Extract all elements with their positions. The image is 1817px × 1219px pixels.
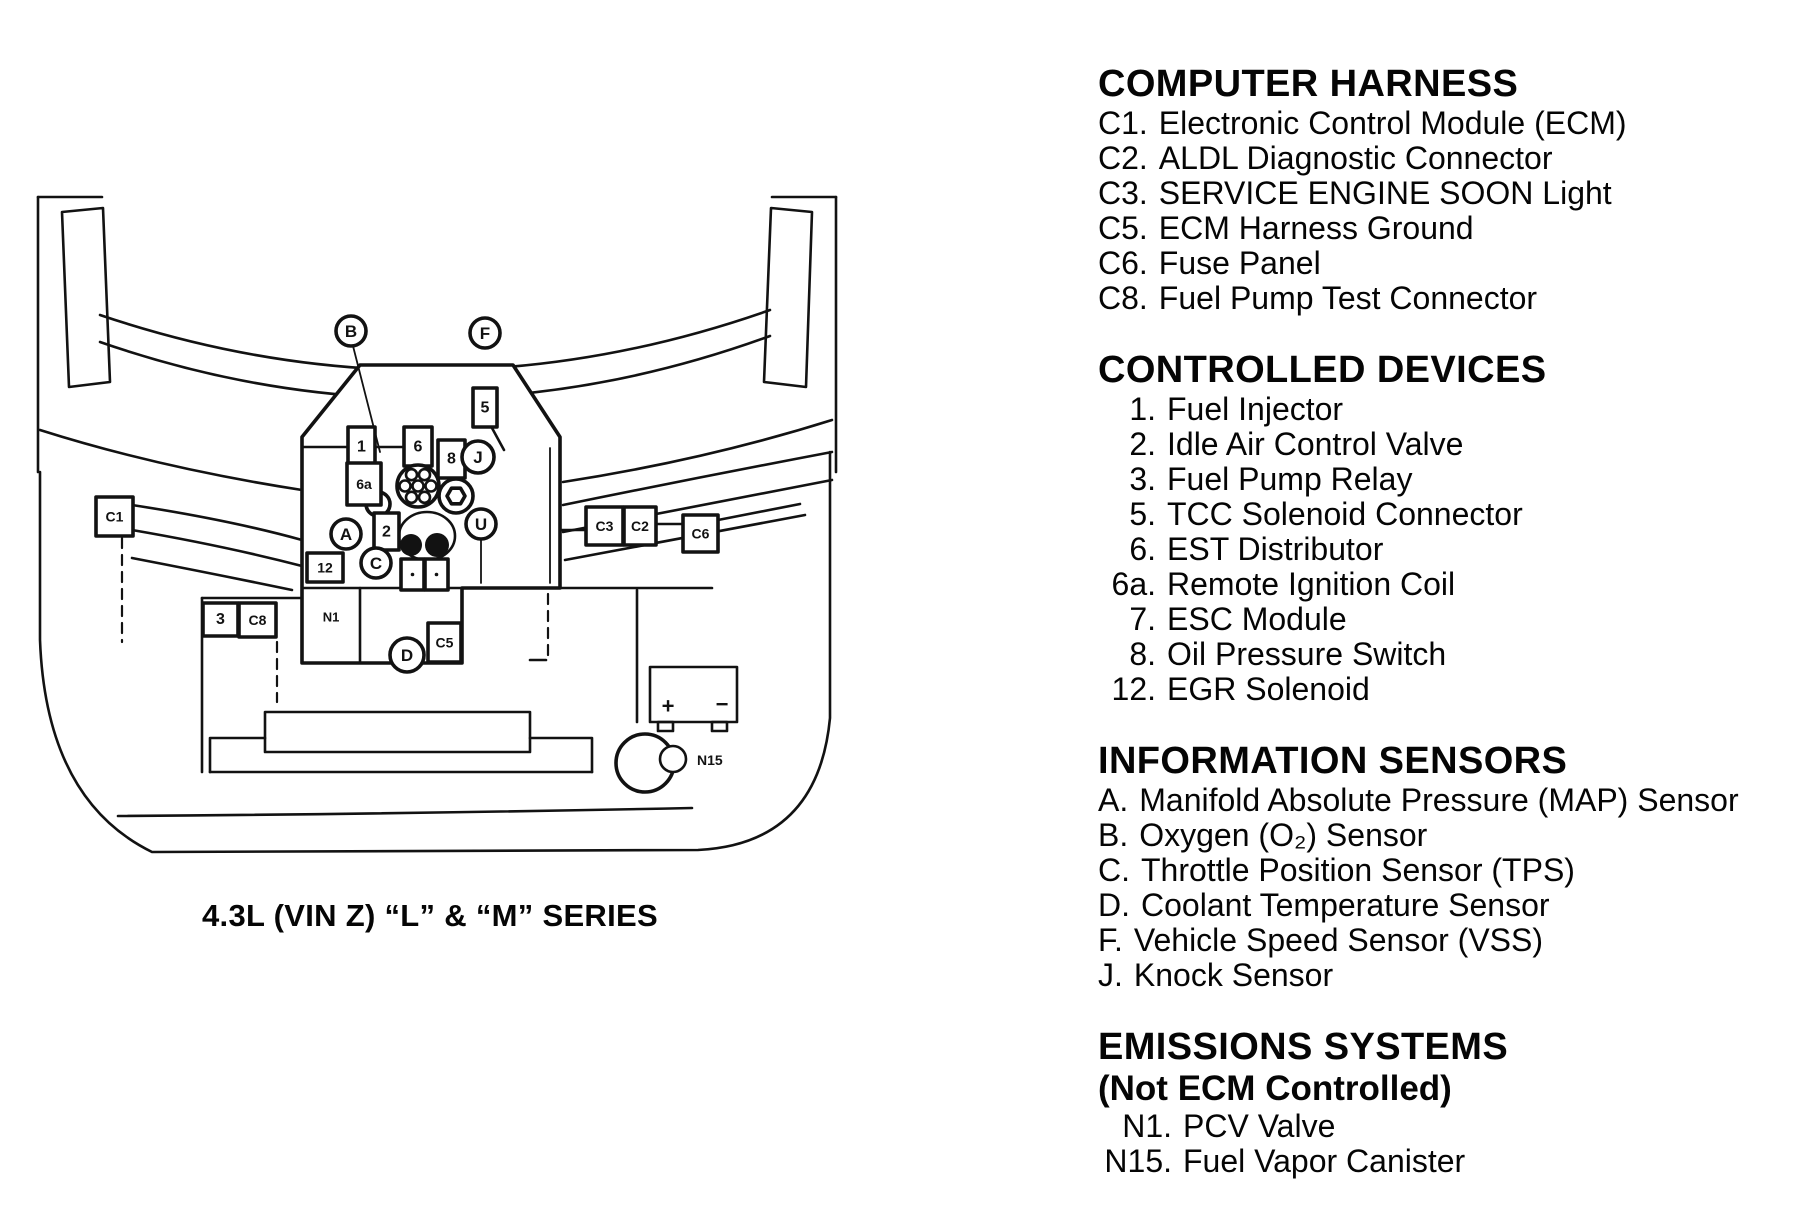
engine-bay-diagram: N1 5 (36, 195, 838, 854)
svg-text:C6: C6 (692, 526, 710, 542)
legend-item: A.Manifold Absolute Pressure (MAP) Senso… (1098, 782, 1739, 818)
svg-text:6: 6 (414, 439, 423, 456)
svg-text:C: C (370, 554, 382, 573)
marker-box-c8: C8 (237, 601, 278, 639)
section-subtitle: (Not ECM Controlled) (1098, 1069, 1452, 1108)
legend-item: J.Knock Sensor (1098, 957, 1334, 993)
legend-section-emissions-systems: EMISSIONS SYSTEMS (Not ECM Controlled) N… (1098, 1025, 1758, 1179)
svg-text:3: 3 (216, 611, 225, 628)
battery: + − (648, 665, 739, 733)
legend-item: N15.Fuel Vapor Canister (1104, 1143, 1466, 1179)
marker-box-3: 3 (201, 601, 240, 638)
fuel-vapor-canister: N15 (614, 732, 723, 794)
diagram-caption: 4.3L (VIN Z) “L” & “M” SERIES (202, 898, 658, 933)
marker-box-c2: C2 (622, 505, 658, 547)
marker-circle-j: J (460, 439, 496, 475)
legend: COMPUTER HARNESS C1.Electronic Control M… (1098, 62, 1758, 1179)
legend-item: C1.Electronic Control Module (ECM) (1098, 105, 1627, 141)
legend-item: F.Vehicle Speed Sensor (VSS) (1098, 922, 1544, 958)
svg-text:5: 5 (481, 400, 490, 417)
svg-text:1: 1 (357, 439, 366, 456)
marker-box-2: 2 (372, 511, 401, 552)
marker-box-6: 6 (402, 425, 434, 468)
legend-item: D.Coolant Temperature Sensor (1098, 887, 1550, 923)
marker-box-12: 12 (305, 551, 345, 584)
svg-text:12: 12 (317, 560, 333, 576)
legend-item: 5.TCC Solenoid Connector (1129, 496, 1523, 532)
legend-item: 7.ESC Module (1129, 601, 1347, 637)
marker-box-1: 1 (346, 425, 377, 469)
marker-circle-f: F (468, 316, 502, 350)
body-side-and-bottom (38, 450, 832, 854)
svg-text:8: 8 (447, 451, 456, 468)
marker-box-c6: C6 (681, 513, 720, 554)
legend-item: 2.Idle Air Control Valve (1129, 426, 1464, 462)
hex-cap (437, 477, 475, 515)
section-title: EMISSIONS SYSTEMS (1098, 1026, 1509, 1068)
marker-box-6a: 6a (345, 461, 383, 507)
section-title: INFORMATION SENSORS (1098, 740, 1568, 782)
legend-item: 12.EGR Solenoid (1111, 671, 1370, 707)
legend-item: 6.EST Distributor (1129, 531, 1384, 567)
marker-box-c3: C3 (584, 505, 625, 547)
legend-item: C6.Fuse Panel (1098, 245, 1321, 281)
svg-text:F: F (480, 324, 490, 343)
cowl-curve (98, 308, 772, 372)
svg-text:B: B (345, 322, 357, 341)
legend-section-computer-harness: COMPUTER HARNESS C1.Electronic Control M… (1098, 62, 1758, 316)
svg-text:D: D (401, 646, 413, 665)
svg-text:C2: C2 (631, 518, 649, 534)
svg-text:U: U (475, 515, 487, 534)
legend-item: C.Throttle Position Sensor (TPS) (1098, 852, 1575, 888)
legend-item: B.Oxygen (O₂) Sensor (1098, 817, 1428, 853)
section-title: CONTROLLED DEVICES (1098, 349, 1547, 391)
svg-text:C1: C1 (106, 509, 124, 525)
bumper-inner-line (116, 806, 694, 818)
marker-circle-c: C (359, 546, 393, 580)
distributor-cap (395, 463, 441, 509)
legend-section-controlled-devices: CONTROLLED DEVICES 1.Fuel Injector 2.Idl… (1098, 348, 1758, 707)
n15-label: N15 (697, 752, 723, 768)
section-title: COMPUTER HARNESS (1098, 63, 1519, 105)
legend-item: 3.Fuel Pump Relay (1129, 461, 1413, 497)
marker-circle-u: U (464, 507, 498, 541)
marker-circle-d: D (388, 636, 426, 674)
legend-item: C5.ECM Harness Ground (1098, 210, 1474, 246)
legend-item: 1.Fuel Injector (1129, 391, 1344, 427)
legend-item: N1.PCV Valve (1122, 1108, 1336, 1144)
legend-item: 8.Oil Pressure Switch (1129, 636, 1447, 672)
battery-plus-label: + (662, 694, 675, 719)
svg-text:6a: 6a (356, 476, 372, 492)
right-frame-rail (762, 206, 814, 389)
svg-text:C8: C8 (249, 612, 267, 628)
marker-box-c5: C5 (426, 621, 463, 664)
legend-section-information-sensors: INFORMATION SENSORS A.Manifold Absolute … (1098, 739, 1758, 993)
marker-circle-b: B (334, 314, 368, 348)
battery-minus-label: − (716, 692, 729, 717)
n1-label: N1 (323, 610, 340, 625)
front-crossmember (208, 710, 594, 774)
legend-item: 6a.Remote Ignition Coil (1111, 566, 1456, 602)
marker-circle-a: A (329, 517, 363, 551)
small-component-boxes (399, 557, 450, 592)
legend-item: C3.SERVICE ENGINE SOON Light (1098, 175, 1612, 211)
left-frame-rail (60, 206, 112, 389)
svg-text:A: A (340, 525, 352, 544)
svg-text:J: J (473, 448, 482, 467)
legend-item: C8.Fuel Pump Test Connector (1098, 280, 1538, 316)
svg-text:2: 2 (382, 524, 391, 541)
marker-box-c1: C1 (94, 495, 135, 538)
svg-text:C5: C5 (436, 635, 454, 651)
marker-box-5: 5 (471, 386, 499, 429)
legend-item: C2.ALDL Diagnostic Connector (1098, 140, 1553, 176)
svg-text:C3: C3 (596, 518, 614, 534)
